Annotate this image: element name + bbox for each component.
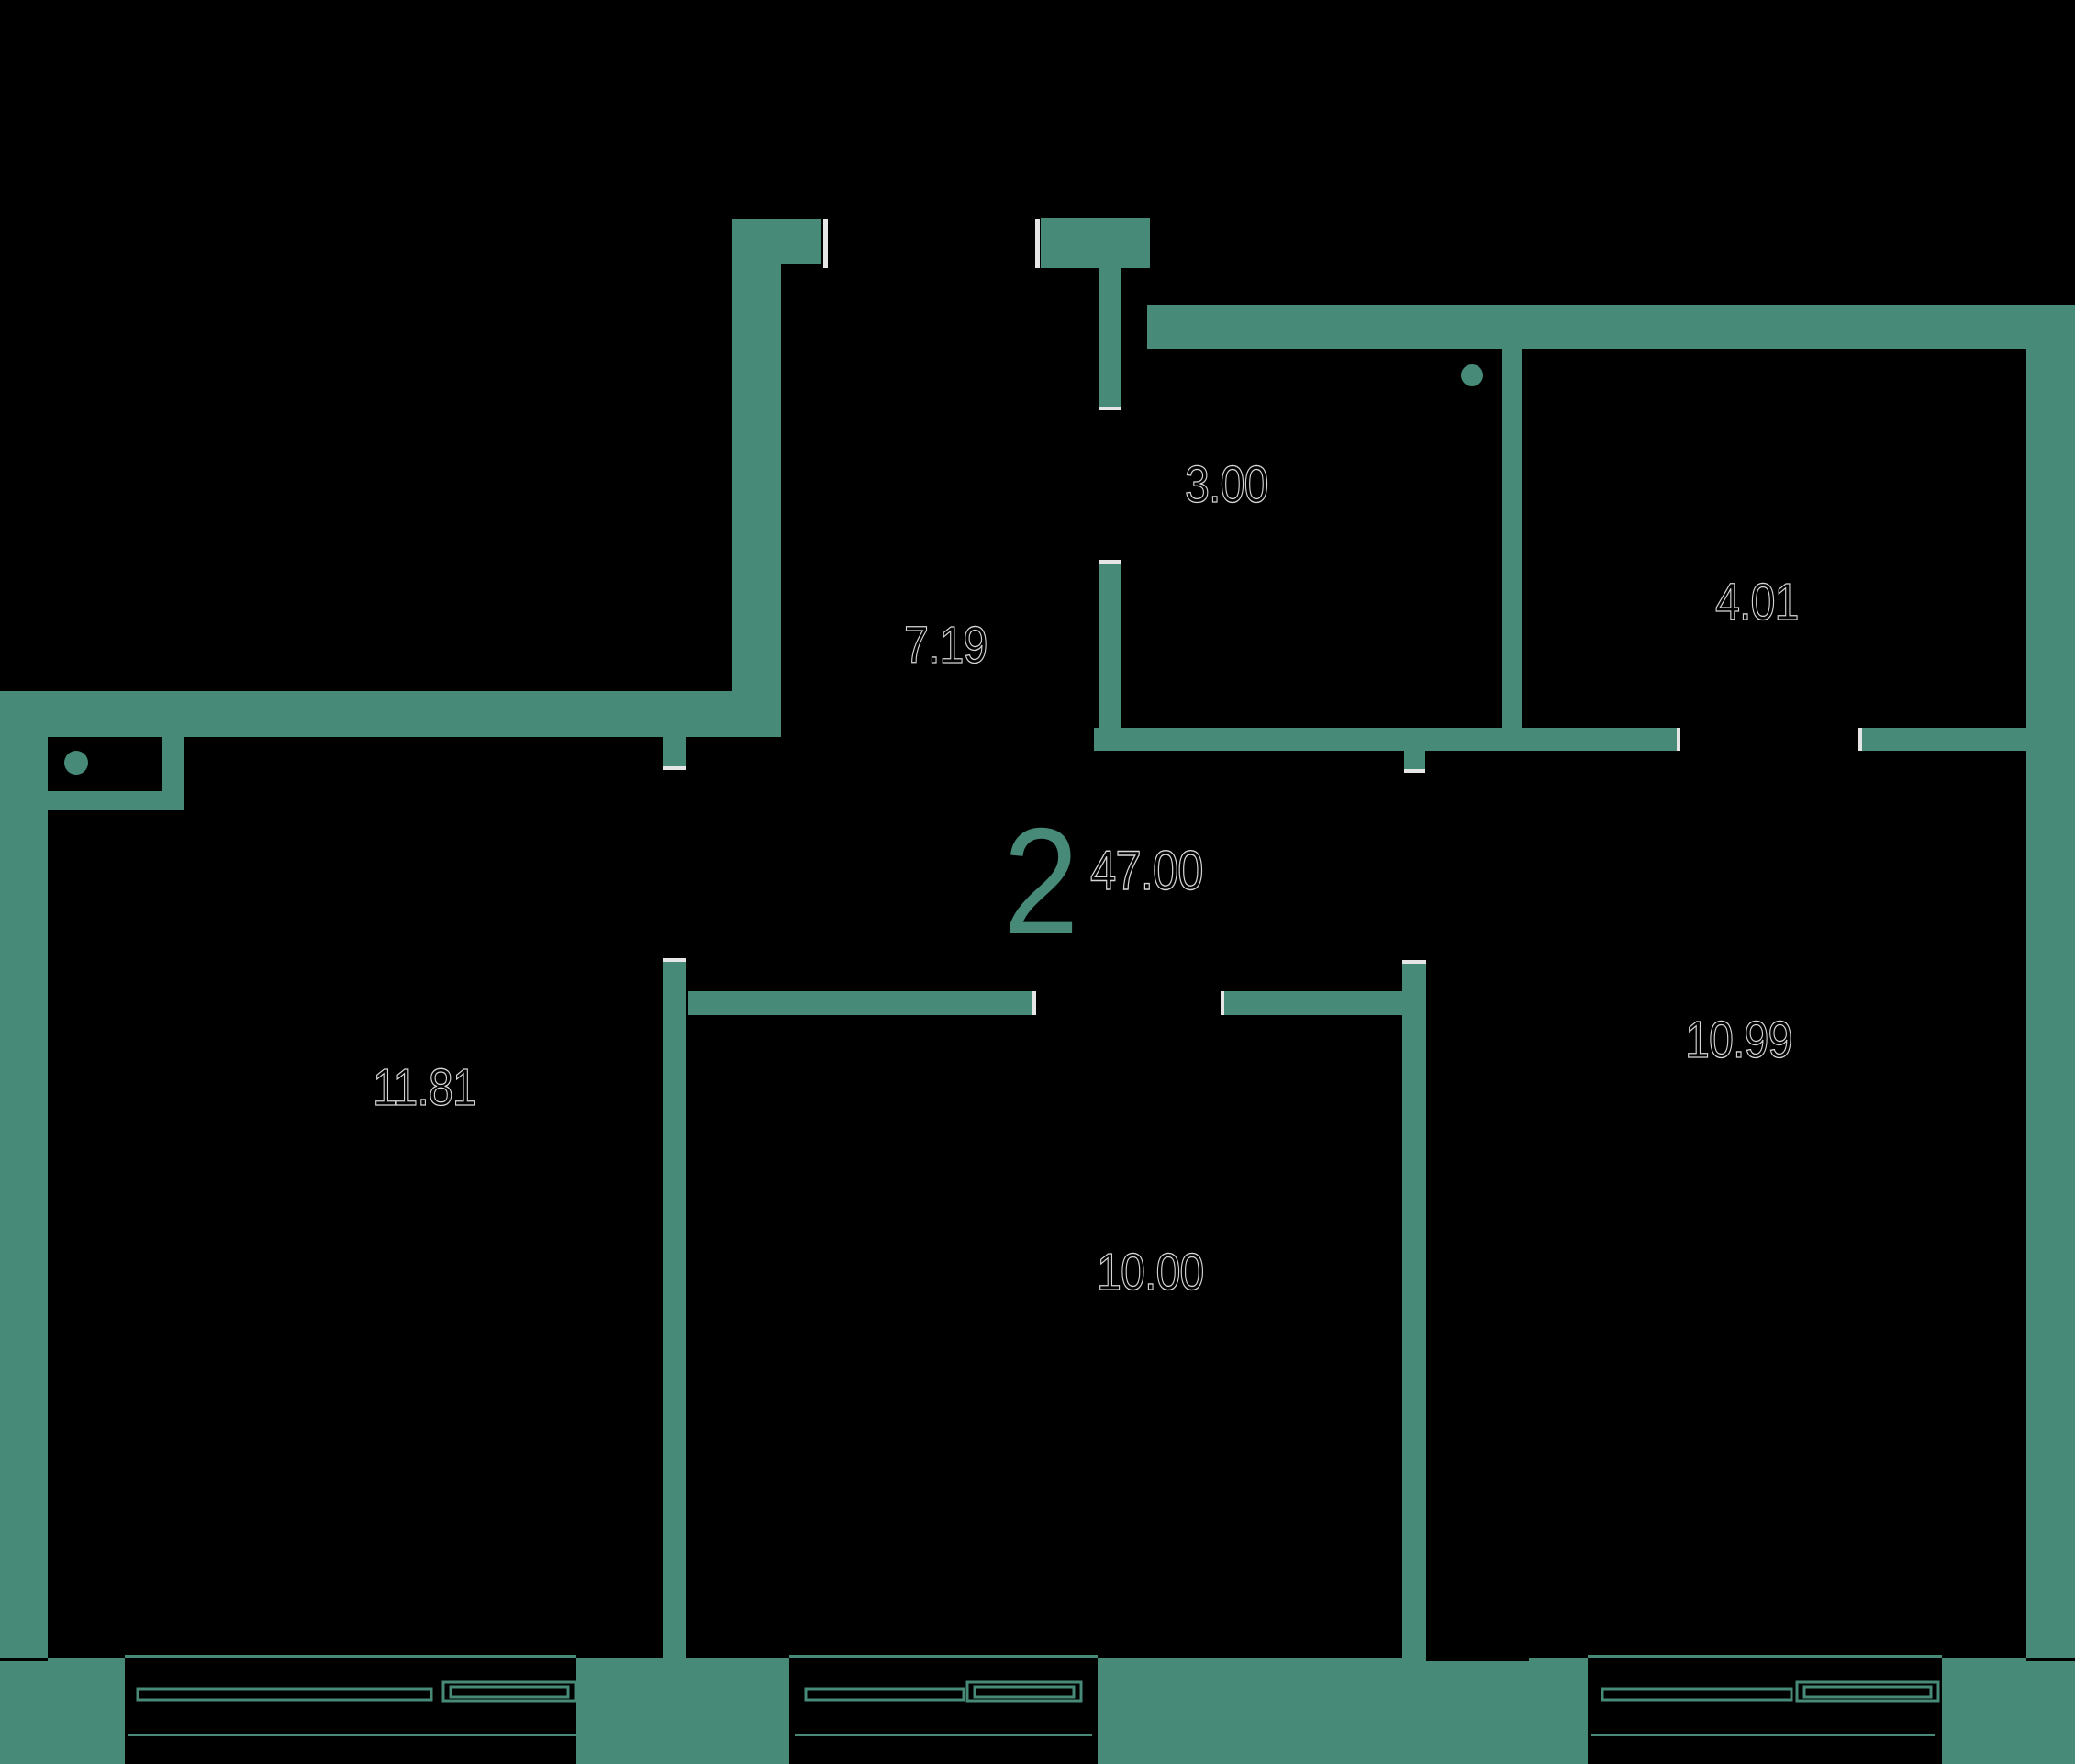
window-symbol-bedroom [128, 1680, 577, 1736]
room-area-label-living: 10.99 [1684, 1010, 1792, 1069]
door-jamb-ticks [663, 219, 1862, 1015]
room-area-label-wc: 4.01 [1714, 573, 1800, 631]
window-symbol-kitchen [795, 1680, 1092, 1736]
room-area-label-bedroom: 11.81 [372, 1058, 477, 1117]
riser-dot-icon [1461, 364, 1483, 386]
room-count-label: 2 [1003, 797, 1079, 966]
room-area-label-hallway: 7.19 [903, 616, 988, 675]
window-symbol-living [1591, 1680, 1940, 1736]
walls [0, 218, 2075, 1764]
riser-dot-icon [64, 751, 88, 775]
total-area-label: 47.00 [1089, 840, 1204, 901]
room-area-label-bathroom: 3.00 [1184, 455, 1269, 514]
room-area-label-kitchen: 10.00 [1096, 1243, 1204, 1301]
